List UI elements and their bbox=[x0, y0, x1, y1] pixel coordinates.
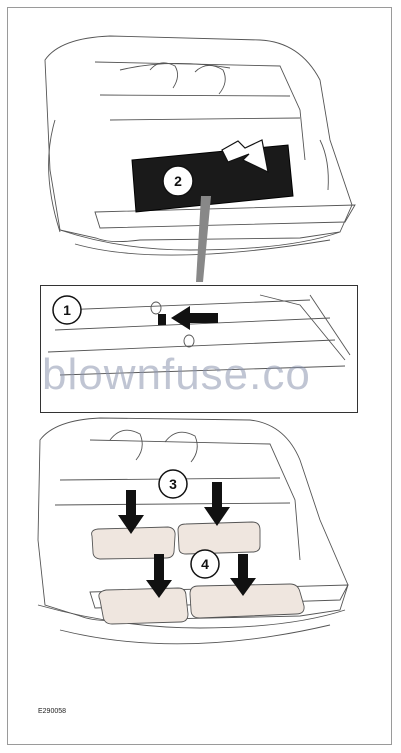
callout-3: 3 bbox=[158, 469, 188, 499]
removal-arrow bbox=[221, 139, 269, 174]
callout-1: 1 bbox=[52, 295, 82, 325]
peg-arrow bbox=[171, 306, 218, 330]
seat-cushion-front-right bbox=[189, 583, 305, 619]
seat-cushion-back-left bbox=[91, 526, 176, 560]
inset-panel bbox=[40, 285, 358, 413]
figure-id: E290058 bbox=[38, 708, 67, 715]
callout-2-label: 2 bbox=[174, 173, 182, 189]
fold-arrow-front-right bbox=[230, 554, 256, 596]
inset-outline bbox=[47, 294, 351, 376]
top-vehicle-outline bbox=[44, 35, 356, 256]
fold-arrows bbox=[118, 482, 256, 598]
luggage-cover-panel bbox=[131, 144, 294, 213]
fold-arrow-front-left bbox=[146, 554, 172, 598]
callout-1-label: 1 bbox=[63, 302, 71, 318]
bottom-vehicle-outline bbox=[37, 417, 349, 645]
callout-4-label: 4 bbox=[201, 556, 209, 572]
callout-3-label: 3 bbox=[169, 476, 177, 492]
callout-4: 4 bbox=[190, 549, 220, 579]
watermark-text: blownfuse.co bbox=[42, 350, 311, 399]
figure-frame bbox=[7, 7, 392, 745]
fold-arrow-back-left bbox=[118, 490, 144, 534]
leader-line bbox=[196, 196, 211, 282]
seat-cushion-front-left bbox=[98, 587, 189, 625]
callout-2: 2 bbox=[162, 165, 194, 197]
retaining-peg bbox=[158, 314, 166, 325]
seat-cushion-back-right bbox=[177, 521, 261, 555]
fold-arrow-back-right bbox=[204, 482, 230, 526]
